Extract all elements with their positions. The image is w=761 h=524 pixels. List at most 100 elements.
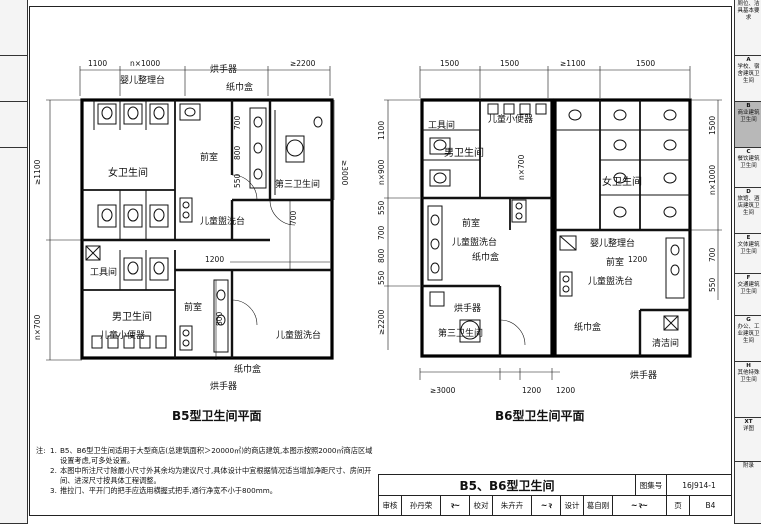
b5-women-label: 女卫生间 (108, 166, 148, 179)
note-3-num: 3. (50, 486, 57, 495)
atlas-number: 16J914-1 (666, 474, 732, 496)
b6-dim-1100: ≥1100 (560, 59, 586, 68)
index-tab-letter: A (746, 57, 751, 63)
b6-dim-1500c: 1500 (636, 59, 655, 68)
b5-dim-800a: 800 (233, 145, 242, 160)
index-tab-label: 其他特殊卫生间 (737, 370, 760, 383)
b6-baby-table-label: 婴儿整理台 (590, 237, 635, 249)
index-tab-label: 餐饮建筑卫生间 (737, 156, 760, 169)
design-name: 葛自刚 (583, 495, 613, 516)
index-tab-label: 商业建筑卫生间 (737, 110, 760, 123)
index-tab-label: 办公、工业建筑卫生间 (737, 324, 760, 344)
b6-dim-right-1500: 1500 (708, 116, 717, 135)
b5-hand-dryer-top-label: 烘手器 (210, 63, 237, 75)
b5-third-toilet-label: 第三卫生间 (275, 178, 320, 190)
note-2-num: 2. (50, 466, 57, 475)
b5-dim-700a: 700 (233, 115, 242, 130)
review-name: 孙丹荣 (401, 495, 441, 516)
b5-dim-2200: ≥2200 (290, 59, 316, 68)
index-tab-letter: D (746, 189, 751, 195)
b6-plan-title: B6型卫生间平面 (495, 408, 585, 423)
index-tab-letter: G (746, 317, 751, 323)
left-index-cell (0, 56, 27, 102)
b6-women-label: 女卫生间 (602, 175, 642, 188)
notes-label: 注: (36, 446, 46, 455)
review-label: 审核 (378, 495, 402, 516)
b6-dim-nx700: n×700 (517, 154, 526, 180)
note-3-text: 推拉门、平开门的把手应选用横握式把手,通行净宽不小于800mm。 (60, 486, 277, 495)
b5-plan-title: B5型卫生间平面 (172, 408, 262, 423)
design-signature: ~ꝛ~ (612, 495, 667, 516)
notes: 注: 1. B5、B6型卫生间适用于大型商店(总建筑面积＞20000㎡)的商店建… (36, 446, 376, 496)
index-tab-letter: H (746, 363, 751, 369)
b6-dim-left-2200: ≥2200 (377, 309, 386, 335)
b6-towel-left-label: 纸巾盒 (472, 251, 499, 263)
index-tab-label: 旅馆、酒店建筑卫生间 (737, 196, 760, 216)
b6-dim-bottom-1200a: 1200 (522, 386, 541, 395)
design-label: 设计 (560, 495, 584, 516)
b5-towel-top-label: 纸巾盒 (226, 81, 253, 93)
index-tab-label: 厕位、洁具基本要求 (737, 1, 760, 21)
b6-child-sink-right-label: 儿童盥洗台 (588, 275, 633, 287)
b5-tool-room-label: 工具间 (90, 266, 117, 278)
b5-dim-550: 550 (233, 173, 242, 188)
index-tab-general[interactable]: 厕位、洁具基本要求 (735, 0, 761, 56)
b6-towel-right-label: 纸巾盒 (574, 321, 601, 333)
b5-child-sink-top-label: 儿童盥洗台 (200, 215, 245, 227)
b5-child-urinal-label: 儿童小便器 (100, 329, 145, 341)
b5-dim-800b: 800 (215, 311, 224, 326)
note-1-text: B5、B6型卫生间适用于大型商店(总建筑面积＞20000㎡)的商店建筑,本图示按… (60, 446, 373, 465)
title-block: B5、B6型卫生间 图集号 16J914-1 审核 孙丹荣 ꝛ~ 校对 朱卉卉 … (378, 474, 732, 516)
index-tab-label: 附录 (742, 463, 754, 469)
b6-dim-left-700: 700 (377, 225, 386, 240)
check-name: 朱卉卉 (492, 495, 532, 516)
b6-dim-1200-mid: 1200 (628, 255, 647, 264)
review-signature: ꝛ~ (440, 495, 470, 516)
b6-child-sink-left-label: 儿童盥洗台 (452, 236, 497, 248)
drawing-title: B5、B6型卫生间 (378, 474, 636, 496)
index-tab-label: 交通建筑卫生间 (737, 282, 760, 295)
note-2-text: 本图中所注尺寸除最小尺寸外其余均为建议尺寸,具体设计中宜根据情况适当增加净距尺寸… (60, 466, 372, 485)
b6-front-right-label: 前室 (606, 256, 624, 268)
b6-dim-left-550b: 550 (377, 270, 386, 285)
b5-dim-nx1000: n×1000 (130, 59, 160, 68)
b5-dim-1100: 1100 (88, 59, 107, 68)
page-number: B4 (689, 495, 732, 516)
b6-dim-left-nx900: n×900 (377, 159, 386, 185)
index-tab-label: 文体建筑卫生间 (737, 242, 760, 255)
b5-front-room-bottom-label: 前室 (184, 301, 202, 313)
b5-towel-bottom-label: 纸巾盒 (234, 363, 261, 375)
b5-dim-left-nx700: n×700 (33, 314, 42, 340)
b6-third-toilet-label: 第三卫生间 (438, 327, 483, 339)
b6-tool-room-label: 工具间 (428, 119, 455, 131)
index-tab-label: 详图 (742, 426, 754, 432)
b5-dim-3000: ≥3000 (340, 160, 349, 186)
b6-dim-1500b: 1500 (500, 59, 519, 68)
b6-dim-bottom-3000: ≥3000 (430, 386, 456, 395)
index-tab-letter: E (746, 235, 751, 241)
b6-dim-left-800: 800 (377, 248, 386, 263)
b5-dim-700b: 700 (289, 210, 298, 225)
b5-dim-1200: 1200 (205, 255, 224, 264)
b5-baby-table-label: 婴儿整理台 (120, 74, 165, 86)
atlas-label: 图集号 (635, 474, 667, 496)
page-label: 页 (666, 495, 690, 516)
b6-dim-left-550a: 550 (377, 200, 386, 215)
left-index-cell (0, 0, 27, 56)
b5-men-label: 男卫生间 (112, 310, 152, 323)
b6-dim-right-nx1000: n×1000 (708, 165, 717, 195)
b6-child-urinal-label: 儿童小便器 (488, 113, 533, 125)
index-tab-letter: F (746, 275, 751, 281)
b6-front-left-label: 前室 (462, 217, 480, 229)
